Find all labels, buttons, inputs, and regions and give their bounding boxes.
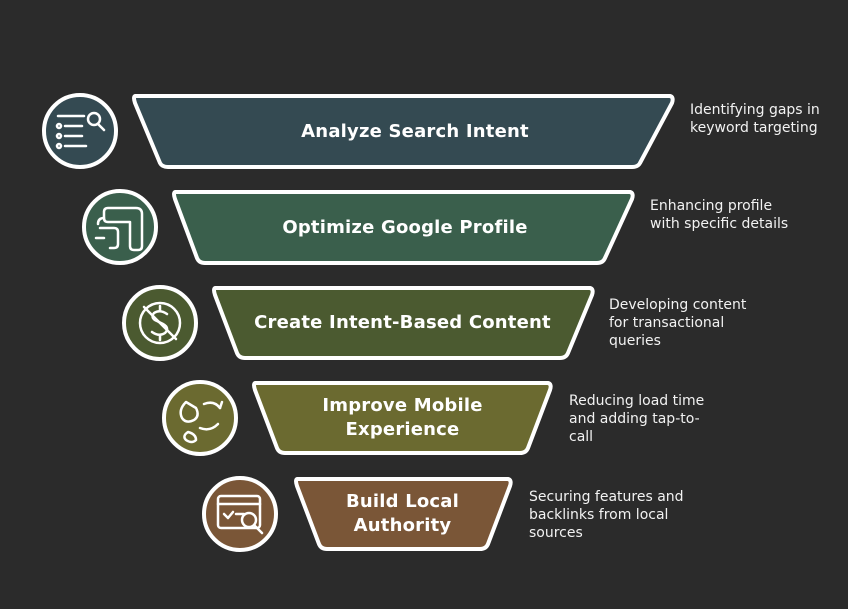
step-5-description: Securing features and backlinks from loc…	[529, 488, 729, 542]
google-maps-icon	[82, 189, 158, 265]
step-3-description-line-3: queries	[609, 333, 661, 349]
step-4-description-line-1: Reducing load time	[569, 393, 705, 409]
step-2-label: Optimize Google Profile	[195, 192, 615, 263]
step-1-label-line: Analyze Search Intent	[301, 120, 529, 142]
step-2-label-line: Optimize Google Profile	[282, 216, 528, 238]
step-5-description-line-2: backlinks from local	[529, 507, 669, 523]
step-5-description-line-1: Securing features and	[529, 489, 684, 505]
step-1-description-line-2: keyword targeting	[690, 120, 818, 136]
step-2-description-line-1: Enhancing profile	[650, 198, 773, 214]
step-1-label: Analyze Search Intent	[160, 96, 670, 167]
step-3-description-line-2: for transactional	[609, 315, 725, 331]
funnel-step-1	[42, 93, 675, 169]
dollar-off-icon	[122, 285, 198, 361]
funnel-band-3	[212, 286, 595, 360]
mobile-refresh-icon	[162, 380, 238, 456]
step-5-label-line-2: Authority	[353, 515, 452, 536]
step-3-description-line-1: Developing content	[609, 297, 747, 313]
step-4-label-line-2: Experience	[345, 419, 460, 440]
step-2-description: Enhancing profile with specific details	[650, 197, 840, 233]
step-4-label: Improve Mobile Experience	[265, 383, 540, 453]
funnel-step-2	[82, 189, 635, 265]
step-4-description-line-2: and adding tap-to-	[569, 411, 700, 427]
funnel-band-4	[252, 381, 553, 455]
funnel-band-2	[172, 190, 635, 265]
step-1-description: Identifying gaps in keyword targeting	[690, 101, 845, 137]
step-4-description-line-3: call	[569, 429, 594, 445]
step-3-description: Developing content for transactional que…	[609, 296, 789, 350]
step-5-label: Build Local Authority	[305, 479, 500, 549]
funnel-step-4	[162, 380, 553, 456]
funnel-band-5	[294, 477, 513, 551]
step-3-label-line: Create Intent-Based Content	[254, 312, 551, 333]
step-1-description-line-1: Identifying gaps in	[690, 102, 820, 118]
search-list-icon	[42, 93, 118, 169]
funnel-band-1	[132, 94, 675, 169]
browser-search-icon	[202, 476, 278, 552]
funnel-step-3	[122, 285, 595, 361]
step-5-label-line-1: Build Local	[345, 491, 460, 512]
funnel-step-5	[202, 476, 513, 552]
step-5-description-line-3: sources	[529, 525, 583, 541]
step-3-label: Create Intent-Based Content	[225, 288, 580, 358]
step-2-description-line-2: with specific details	[650, 216, 789, 232]
step-4-description: Reducing load time and adding tap-to- ca…	[569, 392, 749, 446]
step-4-label-line-1: Improve Mobile	[322, 395, 483, 416]
